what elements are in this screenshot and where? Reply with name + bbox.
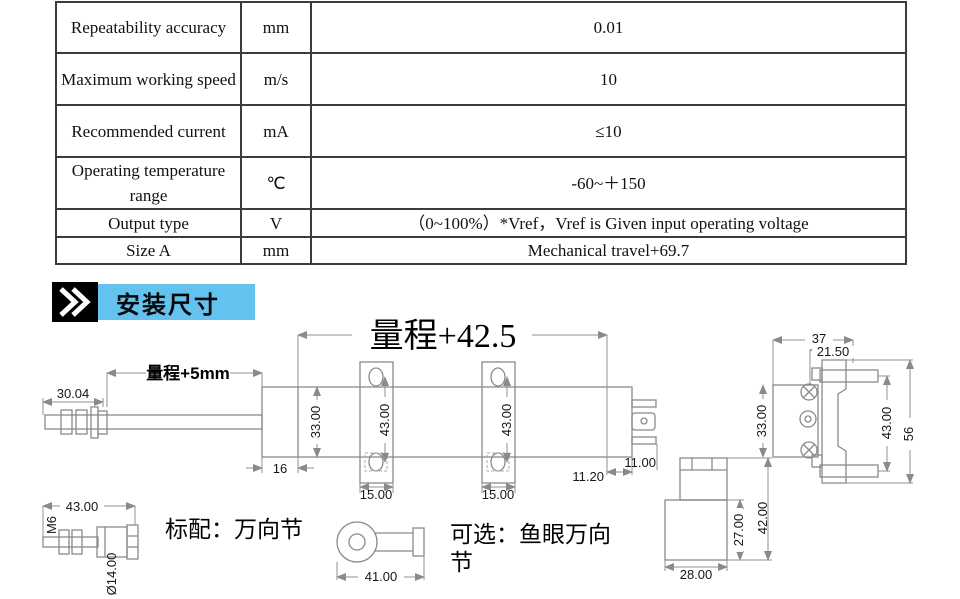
dim-pin-length: 11.00 — [624, 455, 656, 470]
table-row: Maximum working speed m/s 10 — [55, 52, 907, 106]
dim-bracket1-width: 15.00 — [360, 487, 393, 502]
table-row: Recommended current mA ≤10 — [55, 104, 907, 158]
joint-view-dimensions: 43.00 M6 Ø14.00 — [42, 499, 136, 596]
unit-cell: m/s — [240, 52, 312, 106]
dim-endview-total-height: 56 — [901, 427, 916, 441]
main-view-geometry — [44, 361, 657, 484]
unit-cell: mm — [240, 236, 312, 265]
table-row: Repeatability accuracy mm 0.01 — [55, 1, 907, 54]
dim-travel-rod: 量程+5mm — [146, 363, 230, 383]
param-cell: Size A — [55, 236, 242, 265]
param-cell: Operating temperature range — [55, 156, 242, 210]
section-title: 安装尺寸 — [116, 291, 220, 319]
dim-endview-width: 37 — [812, 331, 826, 346]
caption-standard-joint: 标配：万向节 — [165, 517, 303, 542]
value-cell: （0~100%）*Vref，Vref is Given input operat… — [310, 208, 907, 238]
unit-cell: mm — [240, 1, 312, 54]
dim-end-offset: 11.20 — [572, 469, 604, 484]
section-header: 安装尺寸 — [52, 282, 255, 322]
dim-body-height: 33.00 — [308, 406, 323, 439]
double-chevron-right-icon — [52, 282, 98, 322]
connector-view-dimensions: 27.00 42.00 28.00 — [664, 457, 772, 582]
connector-view-geometry — [664, 457, 728, 561]
table-row: Size A mm Mechanical travel+69.7 — [55, 236, 907, 265]
drawing-captions: 标配：万向节 可选：鱼眼万向 节 — [165, 517, 611, 575]
table-row: Operating temperature range ℃ -60~＋150 — [55, 156, 907, 210]
value-cell: 0.01 — [310, 1, 907, 54]
spec-table: Repeatability accuracy mm 0.01 Maximum w… — [55, 1, 907, 265]
param-cell: Maximum working speed — [55, 52, 242, 106]
main-view-dimensions: 30.04 量程+5mm 量程+42.5 33.00 16 — [42, 316, 658, 502]
dim-endview-clip-span: 43.00 — [879, 407, 894, 440]
unit-cell: ℃ — [240, 156, 312, 210]
unit-cell: V — [240, 208, 312, 238]
value-cell: -60~＋150 — [310, 156, 907, 210]
dim-connector-width: 28.00 — [680, 567, 713, 582]
param-cell: Recommended current — [55, 104, 242, 158]
value-cell: ≤10 — [310, 104, 907, 158]
dim-bracket2-width: 15.00 — [482, 487, 515, 502]
dim-bracket2-holes: 43.00 — [499, 404, 514, 437]
end-view-dimensions: 37 21.50 33.00 43.00 56 — [751, 331, 916, 484]
dim-endview-height: 33.00 — [754, 405, 769, 438]
value-cell: 10 — [310, 52, 907, 106]
joint-view-geometry — [42, 524, 139, 560]
dim-joint-thread: M6 — [44, 516, 59, 534]
unit-cell: mA — [240, 104, 312, 158]
section-title-bar: 安装尺寸 — [98, 284, 255, 320]
dim-joint-diameter: Ø14.00 — [104, 553, 119, 596]
param-cell: Repeatability accuracy — [55, 1, 242, 54]
eyelet-view-geometry — [336, 521, 425, 563]
dim-connector-total-height: 42.00 — [755, 502, 770, 535]
caption-optional-joint-line1: 可选：鱼眼万向 — [450, 522, 611, 547]
dim-connector-block-height: 27.00 — [731, 514, 746, 547]
dim-bracket1-holes: 43.00 — [377, 404, 392, 437]
value-cell: Mechanical travel+69.7 — [310, 236, 907, 265]
dim-travel-total: 量程+42.5 — [370, 318, 517, 355]
end-view-geometry — [772, 359, 879, 484]
dim-eyelet-length: 41.00 — [365, 569, 398, 584]
caption-optional-joint-line2: 节 — [450, 550, 473, 575]
eyelet-view-dimensions: 41.00 — [336, 556, 425, 584]
dim-joint-length: 43.00 — [66, 499, 99, 514]
dim-rod-length: 30.04 — [57, 386, 90, 401]
table-row: Output type V （0~100%）*Vref，Vref is Give… — [55, 208, 907, 238]
dim-cap-width: 16 — [273, 461, 287, 476]
dim-endview-inner-width: 21.50 — [817, 344, 850, 359]
installation-drawing: 30.04 量程+5mm 量程+42.5 33.00 16 — [42, 316, 916, 596]
param-cell: Output type — [55, 208, 242, 238]
